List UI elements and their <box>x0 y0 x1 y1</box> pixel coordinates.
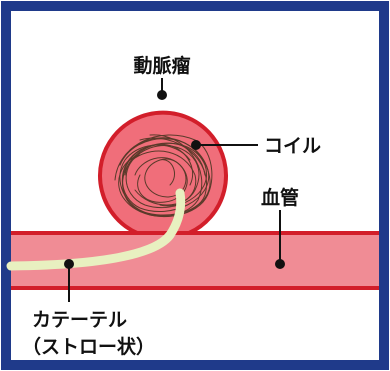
catheter-label-line1: カテーテル <box>32 309 127 331</box>
aneurysm-label: 動脈瘤 <box>133 54 190 77</box>
vessel-label: 血管 <box>261 186 299 209</box>
catheter-label-line2: （ストロー状） <box>22 335 155 358</box>
coil-wire <box>114 134 213 217</box>
coil-label: コイル <box>264 135 321 157</box>
